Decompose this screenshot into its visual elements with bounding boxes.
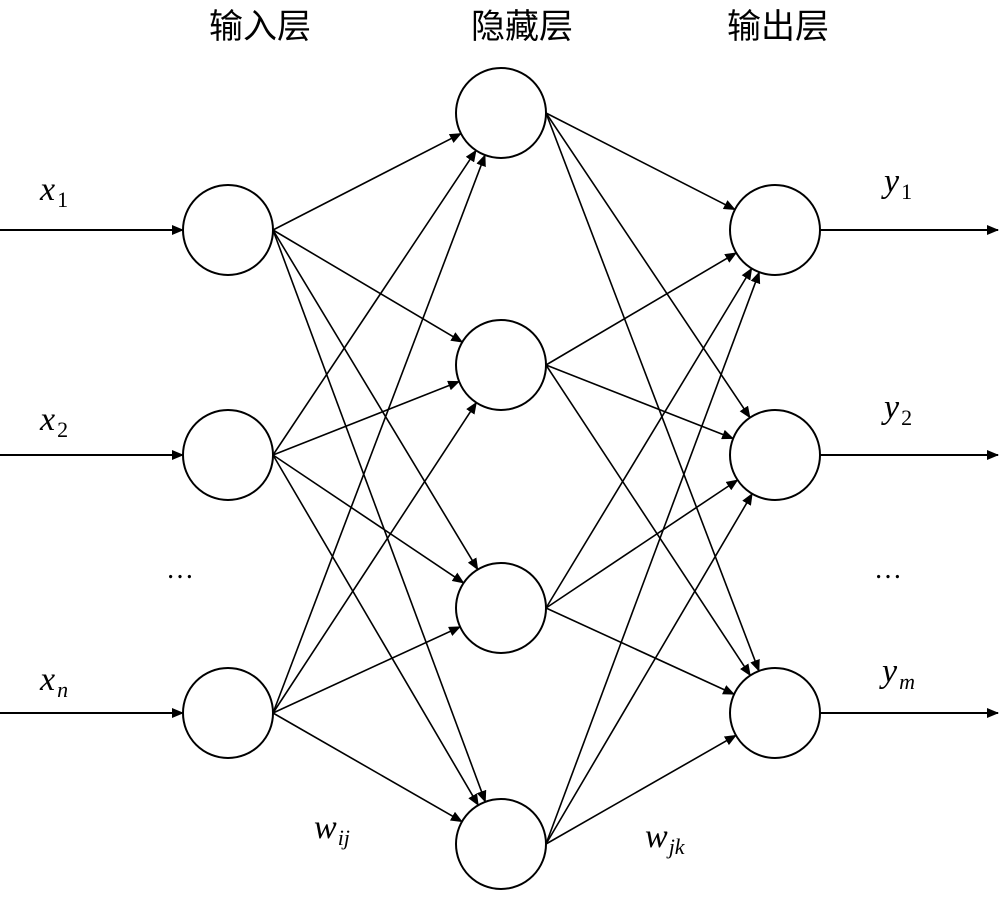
edge-input-3-hidden-3 <box>272 626 462 714</box>
input-node-2 <box>182 409 274 501</box>
hidden-node-1 <box>455 67 547 159</box>
input-label-2: x2 <box>39 401 68 442</box>
edge-input-2-hidden-1 <box>272 149 477 456</box>
edge-input-2-hidden-3 <box>272 454 465 584</box>
edge-hidden-1-output-1 <box>545 112 736 211</box>
edge-hidden-4-output-1 <box>545 271 761 845</box>
hidden-node-2 <box>455 319 547 411</box>
output-label-1: y1 <box>881 163 912 204</box>
neuron-nodes <box>182 67 821 890</box>
edge-hidden-3-output-2 <box>545 479 739 609</box>
edge-hidden-1-output-2 <box>545 112 751 419</box>
edge-hidden-2-output-2 <box>545 364 735 440</box>
edge-hidden-4-output-2 <box>545 492 753 845</box>
edge-hidden-4-output-3 <box>545 734 737 845</box>
output-ellipsis: … <box>874 554 902 585</box>
input-ellipsis: … <box>166 554 194 585</box>
edge-hidden-1-output-3 <box>545 112 760 672</box>
edge-input-1-hidden-3 <box>272 229 479 571</box>
hidden-node-3 <box>455 562 547 654</box>
output-node-1 <box>729 184 821 276</box>
io-arrows <box>0 225 999 718</box>
output-label-m: ym <box>879 653 915 694</box>
edge-input-1-hidden-1 <box>272 132 462 231</box>
hidden-layer-title: 隐藏层 <box>471 7 573 47</box>
output-node-3 <box>729 667 821 759</box>
output-label-2: y2 <box>881 389 912 430</box>
edge-input-3-hidden-2 <box>272 401 478 714</box>
input-layer-title: 输入层 <box>209 7 311 47</box>
input-label-n: xn <box>39 661 68 702</box>
input-node-1 <box>182 184 274 276</box>
output-layer-title: 输出层 <box>727 7 829 47</box>
edge-input-2-hidden-4 <box>272 454 479 807</box>
edge-hidden-3-output-3 <box>545 607 736 695</box>
edge-input-2-hidden-2 <box>272 380 461 456</box>
edge-input-3-hidden-4 <box>272 712 463 823</box>
connection-edges <box>272 112 761 845</box>
weight-label-jk: wjk <box>645 818 686 859</box>
hidden-node-4 <box>455 798 547 890</box>
edge-hidden-3-output-1 <box>545 267 753 609</box>
edge-input-1-hidden-4 <box>272 229 487 803</box>
edge-hidden-2-output-1 <box>545 252 738 366</box>
weight-label-ij: wij <box>314 809 350 850</box>
edge-hidden-2-output-3 <box>545 364 751 677</box>
input-node-3 <box>182 667 274 759</box>
input-label-1: x1 <box>39 171 68 212</box>
edge-input-3-hidden-1 <box>272 154 486 714</box>
edge-input-1-hidden-2 <box>272 229 464 343</box>
output-node-2 <box>729 409 821 501</box>
